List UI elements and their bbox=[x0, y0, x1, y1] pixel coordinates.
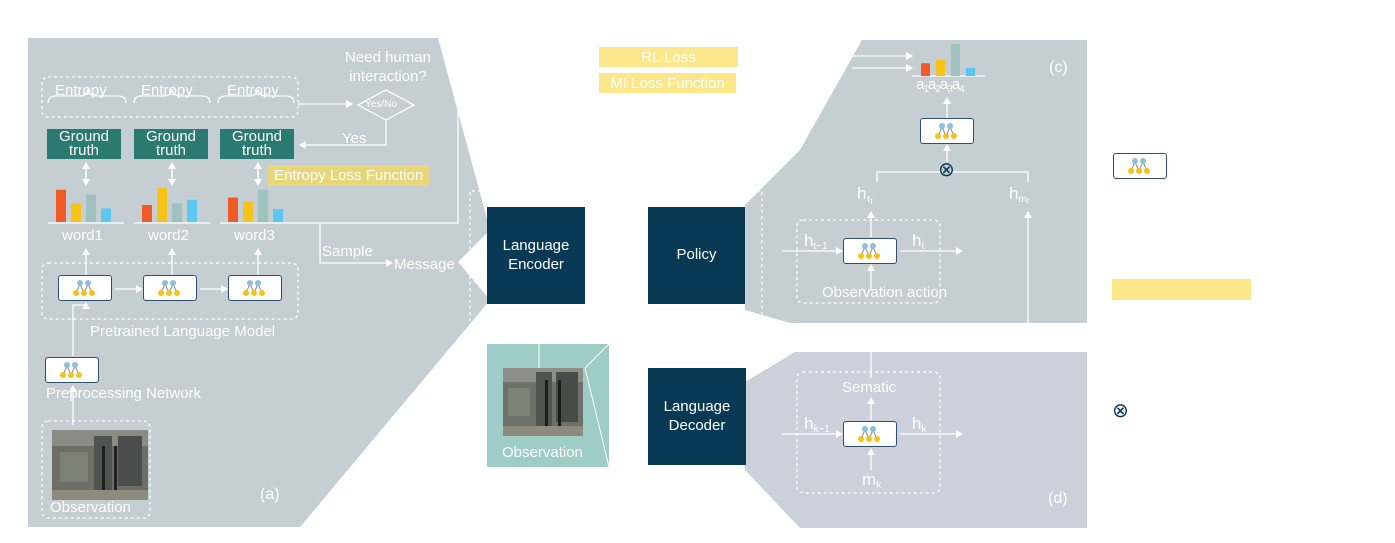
entropy-label-1: Entropy bbox=[55, 82, 107, 99]
message-label: Message bbox=[394, 256, 455, 273]
otimes-icon: ⊗ bbox=[938, 159, 955, 181]
sample-label: Sample bbox=[322, 243, 373, 260]
language-decoder-box: Language Decoder bbox=[648, 368, 746, 465]
h-t-label: ht bbox=[912, 231, 925, 252]
word3-prob-bar-2 bbox=[243, 201, 253, 222]
word3-prob-bar-3 bbox=[258, 189, 268, 222]
human-interaction-question: Need human interaction? bbox=[345, 49, 431, 85]
observation-label-center: Observation bbox=[502, 444, 583, 461]
lm-network-icon-3 bbox=[228, 275, 282, 301]
action-prob-bar-3 bbox=[951, 44, 960, 76]
word1-prob-bar-2 bbox=[71, 203, 81, 222]
sematic-label: Sematic bbox=[842, 379, 897, 396]
entropy-loss-tag: Entropy Loss Function bbox=[268, 165, 430, 186]
observation-label-a: Observation bbox=[50, 499, 131, 516]
word3-prob-bar-4 bbox=[273, 209, 283, 222]
observation-action-label: Observation action bbox=[822, 284, 948, 301]
entropy-label-2: Entropy bbox=[141, 82, 193, 99]
policy-output-network-icon bbox=[920, 118, 974, 144]
legend-otimes-icon: ⊗ bbox=[1112, 400, 1129, 422]
rl-loss-legend: RL Loss bbox=[599, 47, 738, 67]
word1-prob-bar-3 bbox=[86, 194, 96, 222]
action-prob-bar-1 bbox=[921, 63, 930, 76]
h-k-label: hk bbox=[912, 414, 927, 435]
preprocessing-label: Preprocessing Network bbox=[46, 385, 202, 402]
h-prev-k-label: hk−1 bbox=[804, 414, 830, 435]
ground-truth-box-2: Ground truth bbox=[134, 129, 208, 159]
yes-label: Yes bbox=[342, 130, 367, 147]
panel-c-background bbox=[745, 40, 1087, 323]
action-prob-bar-2 bbox=[936, 60, 945, 76]
lm-network-icon-1 bbox=[58, 275, 112, 301]
ground-truth-box-1: Ground truth bbox=[47, 129, 121, 159]
word2-prob-bar-4 bbox=[187, 199, 197, 222]
panel-d-background bbox=[745, 352, 1087, 528]
observation-image-center bbox=[503, 368, 583, 436]
word-label-2: word2 bbox=[148, 227, 189, 244]
legend-loss-swatch bbox=[1112, 279, 1251, 300]
decision-label: Yes/No bbox=[365, 99, 397, 110]
word1-prob-bar-4 bbox=[101, 208, 111, 222]
h-m-label: hmt bbox=[1009, 184, 1030, 206]
panel-c-label: (c) bbox=[1049, 59, 1068, 76]
h-tau-label: hτt bbox=[857, 184, 873, 206]
word-label-3: word3 bbox=[234, 227, 275, 244]
decoder-network-icon bbox=[843, 421, 897, 447]
policy-box: Policy bbox=[648, 207, 745, 304]
m-k-label: mk bbox=[862, 470, 882, 491]
observation-image-a bbox=[52, 430, 148, 500]
pretrained-lm-label: Pretrained Language Model bbox=[90, 323, 276, 340]
panel-a-label: (a) bbox=[260, 486, 280, 503]
lm-network-icon-2 bbox=[143, 275, 197, 301]
ground-truth-box-3: Ground truth bbox=[220, 129, 294, 159]
panel-d-label: (d) bbox=[1048, 490, 1068, 507]
preprocessing-network-icon bbox=[45, 357, 99, 383]
action-prob-bar-4 bbox=[966, 68, 975, 76]
h-prev-t-label: ht−1 bbox=[804, 231, 828, 252]
word2-prob-bar-1 bbox=[142, 205, 152, 222]
word2-prob-bar-2 bbox=[157, 188, 167, 222]
word1-prob-bar-1 bbox=[56, 189, 66, 222]
word-label-1: word1 bbox=[62, 227, 103, 244]
legend-network-icon bbox=[1113, 153, 1167, 179]
language-encoder-box: Language Encoder bbox=[487, 207, 585, 304]
entropy-label-3: Entropy bbox=[227, 82, 279, 99]
word2-prob-bar-3 bbox=[172, 203, 182, 222]
policy-network-icon bbox=[843, 238, 897, 264]
action-labels: a1a2a3a4 bbox=[916, 76, 965, 95]
word3-prob-bar-1 bbox=[228, 197, 238, 222]
mi-loss-legend: MI Loss Function bbox=[599, 73, 736, 93]
